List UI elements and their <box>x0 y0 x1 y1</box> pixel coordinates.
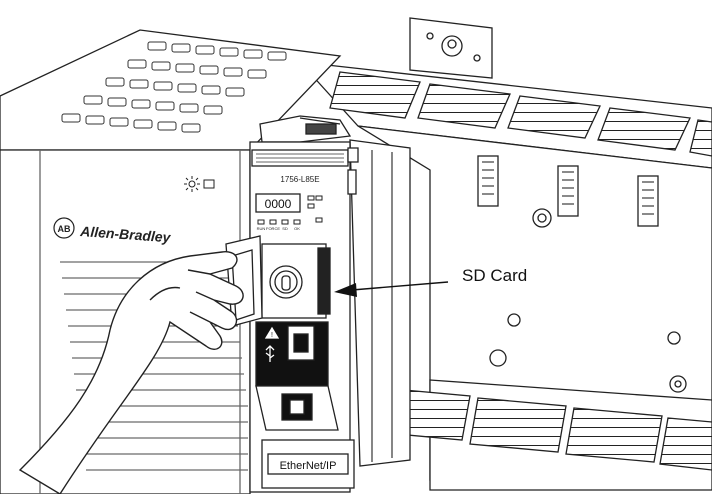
backplane-connectors <box>477 155 659 227</box>
vent-grid <box>61 41 287 133</box>
display-readout: 0000 <box>265 197 292 211</box>
sd-card-slot[interactable] <box>261 243 331 319</box>
svg-text:!: ! <box>271 332 273 339</box>
catalog-number: 1756-L85E <box>280 175 319 184</box>
status-light-icon <box>184 176 215 192</box>
indicator-label-ok: OK <box>294 226 300 231</box>
sd-card-callout-label: SD Card <box>462 266 528 285</box>
brand-logo: AB Allen-Bradley <box>53 217 172 245</box>
indicator-label-run: RUN <box>257 226 266 231</box>
network-label: EtherNet/IP <box>280 460 337 472</box>
brand-name: Allen-Bradley <box>79 223 172 245</box>
hand-illustration <box>18 251 244 495</box>
indicator-label-force: FORCE <box>266 226 280 231</box>
indicator-label-sd: SD <box>282 226 288 231</box>
ethernet-port <box>255 385 355 489</box>
top-slot-connectors <box>329 71 712 157</box>
usb-port-panel: ! <box>255 321 329 387</box>
controller-module <box>249 115 411 493</box>
brand-badge: AB <box>58 224 71 234</box>
status-display: 0000 <box>255 193 323 213</box>
usb-icon <box>265 345 275 362</box>
callout-arrow <box>334 281 449 297</box>
status-indicators <box>257 217 323 225</box>
